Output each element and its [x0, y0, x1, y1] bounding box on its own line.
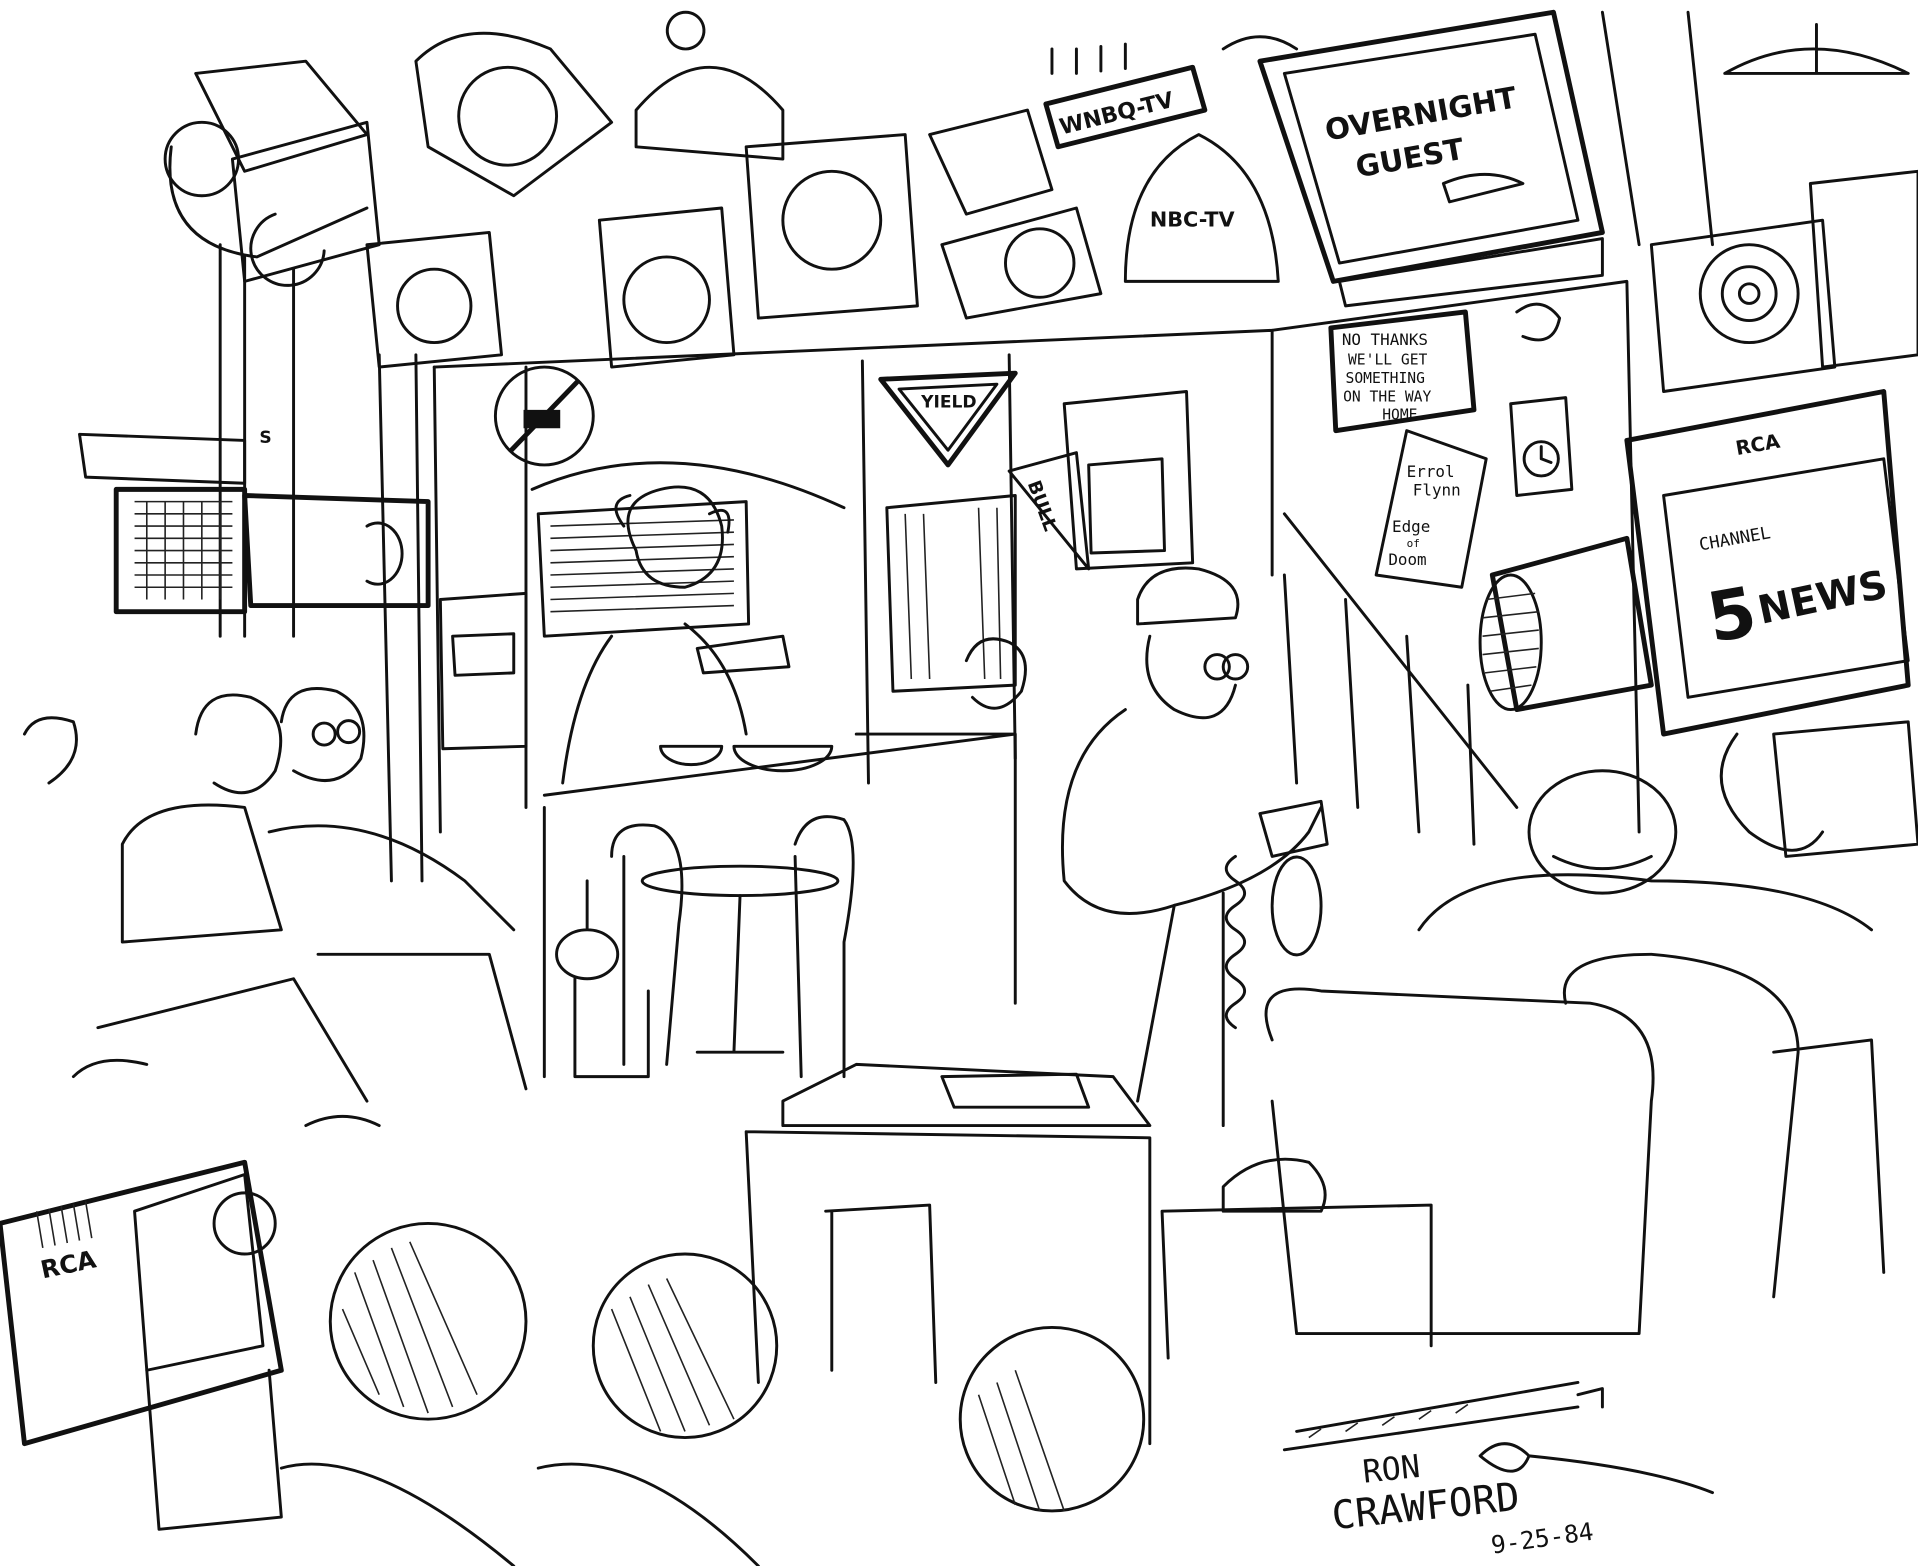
- channel-text: CHANNEL: [1698, 523, 1772, 555]
- signature-date: 9-25-84: [1489, 1517, 1595, 1560]
- rca-bottom-text: RCA: [38, 1244, 99, 1284]
- cafe-furniture: [573, 815, 855, 1079]
- errol-flynn-poster: Errol Flynn Edge of Doom: [1374, 429, 1488, 589]
- poster-line: of: [1407, 537, 1420, 550]
- bull-pennant: BULL: [1007, 451, 1091, 571]
- back-wall: [218, 243, 1641, 883]
- signature-first: RON: [1361, 1448, 1422, 1491]
- sign-line: SOMETHING: [1346, 370, 1425, 387]
- cuckoo-clock: [1509, 302, 1574, 497]
- channel-number: 5: [1702, 572, 1763, 659]
- artist-signature: RON CRAWFORD 9-25-84: [1330, 1448, 1596, 1560]
- wnbq-sign: WNBQ-TV: [928, 64, 1208, 216]
- sign-line: ON THE WAY: [1343, 388, 1431, 405]
- seated-guests: [22, 687, 620, 1128]
- overnight-text: OVERNIGHT: [1322, 80, 1519, 147]
- overnight-guest-monitor: OVERNIGHT GUEST: [1257, 9, 1605, 308]
- bull-text: BULL: [1023, 478, 1061, 535]
- studio-lights: [163, 10, 1918, 393]
- left-monitors: S: [78, 428, 431, 615]
- sign-line: WE'LL GET: [1348, 352, 1428, 369]
- poster-line: Flynn: [1413, 480, 1461, 499]
- armchair: [1264, 769, 1886, 1336]
- poster-line: Edge: [1392, 517, 1430, 536]
- nbc-text: NBC-TV: [1150, 207, 1235, 231]
- audience-heads: [279, 1221, 1146, 1566]
- rca-top-text: RCA: [1734, 430, 1783, 461]
- poster-line: Doom: [1388, 550, 1426, 569]
- box-s: S: [259, 428, 271, 448]
- rca-camera-left: RCA: [0, 1159, 284, 1531]
- yield-text: YIELD: [920, 392, 977, 412]
- foreground-desk: [744, 1062, 1433, 1446]
- news-text: NEWS: [1754, 563, 1891, 634]
- sign-line: HOME.: [1382, 407, 1426, 424]
- sign-line: NO THANKS: [1342, 330, 1428, 349]
- poster-line: Errol: [1407, 462, 1455, 481]
- guest-on-phone: [964, 566, 1329, 1128]
- kitchen-counter: [542, 485, 1017, 1079]
- no-thanks-sign: NO THANKS WE'LL GET SOMETHING ON THE WAY…: [1328, 309, 1477, 434]
- floor-track: [1282, 1381, 1714, 1495]
- yield-sign: YIELD: [878, 370, 1018, 468]
